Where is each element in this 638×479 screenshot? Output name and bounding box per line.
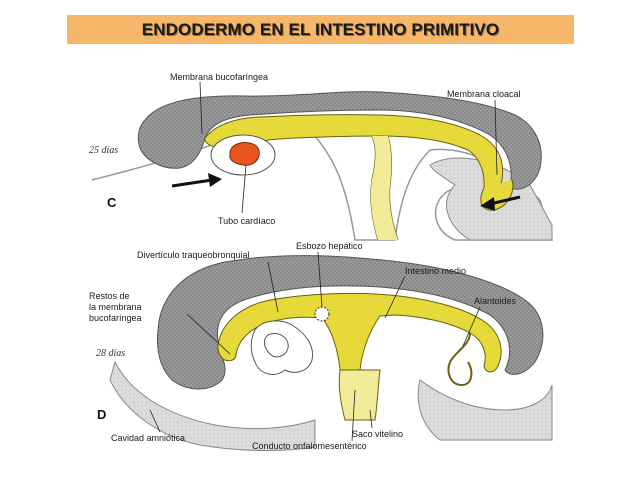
panel-c-leader-cloacal xyxy=(494,99,498,176)
panel-d-gut-endoderm xyxy=(217,292,502,373)
panel-d-label-remnants-3: bucofaríngea xyxy=(89,313,142,323)
panel-d-label-yolk-sac: Saco vitelino xyxy=(352,429,403,439)
panel-c-neural-tissue xyxy=(137,91,542,190)
panel-d-age: 28 días xyxy=(96,348,125,359)
title-bar: ENDODERMO EN EL INTESTINO PRIMITIVO xyxy=(67,15,574,44)
panel-c: Membrana bucofaríngea Membrana cloacal T… xyxy=(89,72,554,241)
panel-c-label-cloacal: Membrana cloacal xyxy=(447,89,521,99)
panel-d-label-vitelline-duct: Conducto onfalomesentérico xyxy=(252,441,367,451)
panel-d-leader-hepatic xyxy=(317,251,323,308)
panel-d-allantois xyxy=(447,332,473,387)
panel-c-leader-heart xyxy=(241,164,247,214)
panel-d-label-midgut: Intestino medio xyxy=(405,266,466,276)
panel-d-leader-amniotic xyxy=(149,409,161,433)
panel-d: Divertículo traqueobronquial Esbozo hepá… xyxy=(89,241,553,452)
slide-title: ENDODERMO EN EL INTESTINO PRIMITIVO xyxy=(141,19,500,39)
panel-d-leader-allantois xyxy=(462,306,481,347)
panel-d-label-amniotic-cavity: Cavidad amniótica xyxy=(111,433,185,443)
panel-d-amnion xyxy=(109,360,316,452)
panel-c-yolk-stalk-fill xyxy=(370,136,398,240)
panel-d-leader-yolk-sac xyxy=(369,409,373,429)
panel-d-leader-tracheobronchial xyxy=(267,261,279,313)
panel-d-amnion-right xyxy=(417,379,553,441)
panel-c-arrowhead-cranial xyxy=(208,173,222,187)
panel-d-vitelline-duct xyxy=(338,369,381,421)
panel-d-label-hepatic: Esbozo hepático xyxy=(296,241,363,251)
panel-d-hepatic-bud xyxy=(314,306,330,322)
panel-c-letter: C xyxy=(107,195,117,210)
panel-c-leader-buccopharyngeal xyxy=(199,81,203,135)
panel-c-arrowhead-caudal xyxy=(480,197,495,211)
panel-d-leader-vitelline xyxy=(351,389,356,442)
panel-d-heart-region xyxy=(250,320,314,375)
panel-c-fold-arrow-caudal xyxy=(489,195,521,206)
panel-c-label-heart-tube: Tubo cardíaco xyxy=(218,216,275,226)
panel-c-heart-tube xyxy=(229,142,260,166)
panel-d-label-allantois: Alantoides xyxy=(474,296,517,306)
panel-c-fold-arrow-cranial xyxy=(171,178,213,188)
panel-d-leader-midgut xyxy=(384,275,406,319)
panel-d-label-tracheobronchial: Divertículo traqueobronquial xyxy=(137,250,250,260)
panel-d-letter: D xyxy=(97,407,106,422)
panel-d-neural-tissue xyxy=(157,255,544,390)
panel-d-label-remnants-2: la membrana xyxy=(89,302,142,312)
panel-d-leader-remnants xyxy=(186,313,231,355)
panel-c-label-buccopharyngeal: Membrana bucofaríngea xyxy=(170,72,268,82)
panel-d-heart-loop xyxy=(263,333,289,358)
panel-d-label-remnants-1: Restos de xyxy=(89,291,130,301)
panel-c-age: 25 días xyxy=(89,145,118,156)
